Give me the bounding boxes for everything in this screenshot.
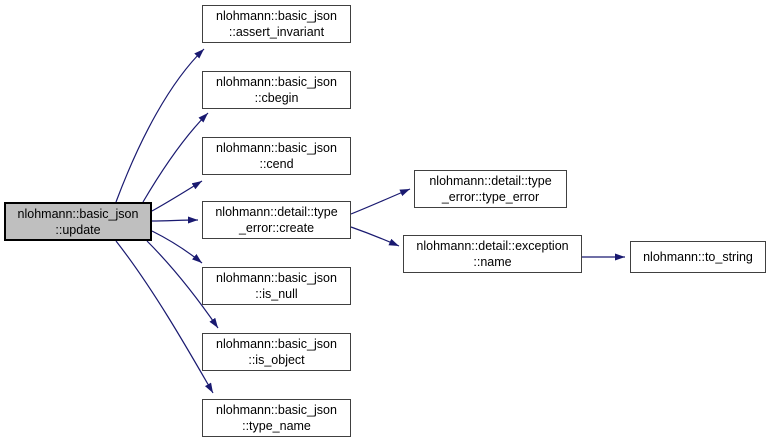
node-cend-label-line1: nlohmann::basic_json — [216, 141, 337, 155]
node-assert-invariant-label-line2: ::assert_invariant — [228, 25, 325, 39]
node-type-error-ctor-label-line2: _error::type_error — [441, 190, 540, 204]
edge-create-type_error_ctor — [350, 188, 411, 215]
edge-update-create — [151, 216, 199, 224]
node-exception-name-label-line1: nlohmann::detail::exception — [416, 239, 569, 253]
node-exception-name-label-line2: ::name — [473, 255, 512, 269]
node-create-label-line2: _error::create — [238, 221, 315, 235]
node-type-name-label-line1: nlohmann::basic_json — [216, 403, 337, 417]
edge-create-exception_name — [350, 226, 400, 247]
edge-update-is_null — [151, 230, 203, 264]
node-is-object-label-line1: nlohmann::basic_json — [216, 337, 337, 351]
node-to-string-label-line1: nlohmann::to_string — [643, 250, 753, 264]
node-is-null-label-line2: ::is_null — [255, 287, 298, 301]
node-type-error-ctor[interactable]: nlohmann::detail::type _error::type_erro… — [414, 170, 567, 208]
node-is-null-label-line1: nlohmann::basic_json — [216, 271, 337, 285]
node-update-label-line1: nlohmann::basic_json — [17, 206, 139, 221]
edge-update-cbegin — [142, 112, 209, 203]
node-type-name[interactable]: nlohmann::basic_json ::type_name — [202, 399, 351, 437]
node-is-object-label-line2: ::is_object — [248, 353, 305, 367]
node-cbegin-label-line1: nlohmann::basic_json — [216, 75, 337, 89]
node-create[interactable]: nlohmann::detail::type _error::create — [202, 201, 351, 239]
node-update-label-line2: ::update — [55, 222, 101, 237]
node-is-null[interactable]: nlohmann::basic_json ::is_null — [202, 267, 351, 305]
node-assert-invariant[interactable]: nlohmann::basic_json ::assert_invariant — [202, 5, 351, 43]
edge-update-assert_invariant — [115, 48, 205, 203]
node-update[interactable]: nlohmann::basic_json ::update — [4, 202, 152, 241]
node-type-name-label-line2: ::type_name — [242, 419, 311, 433]
edge-update-cend — [151, 180, 203, 212]
node-is-object[interactable]: nlohmann::basic_json ::is_object — [202, 333, 351, 371]
node-exception-name[interactable]: nlohmann::detail::exception ::name — [403, 235, 582, 273]
node-type-error-ctor-label-line1: nlohmann::detail::type — [429, 174, 552, 188]
node-cend-label-line2: ::cend — [259, 157, 294, 171]
node-to-string[interactable]: nlohmann::to_string — [630, 241, 766, 273]
edge-update-type_name — [115, 240, 214, 394]
node-cbegin-label-line2: ::cbegin — [254, 91, 299, 105]
node-cbegin[interactable]: nlohmann::basic_json ::cbegin — [202, 71, 351, 109]
node-create-label-line1: nlohmann::detail::type — [215, 205, 338, 219]
edge-update-is_object — [146, 240, 219, 329]
node-assert-invariant-label-line1: nlohmann::basic_json — [216, 9, 337, 23]
node-cend[interactable]: nlohmann::basic_json ::cend — [202, 137, 351, 175]
